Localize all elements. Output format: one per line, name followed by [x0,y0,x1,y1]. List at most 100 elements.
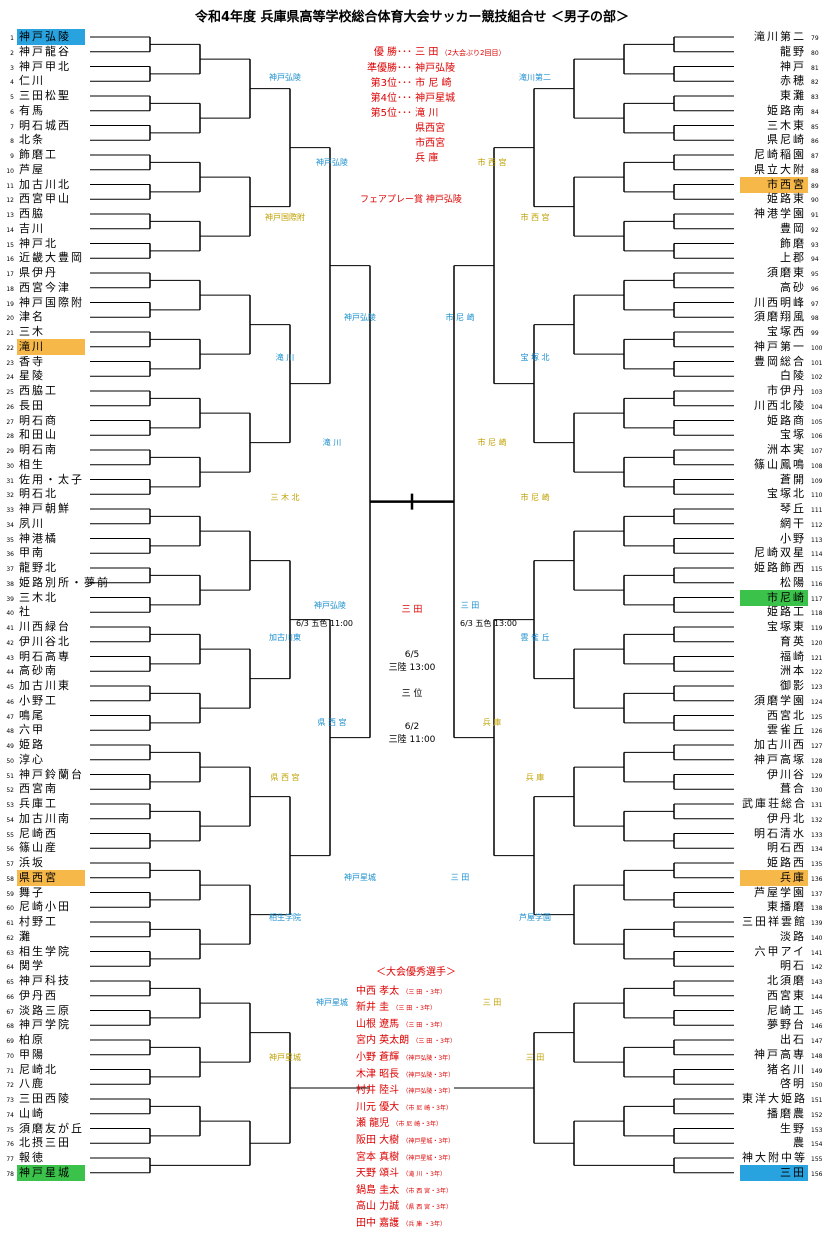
player-school: （三 田 ・3年） [402,988,446,996]
team-number: 17 [6,271,14,278]
team-number: 108 [811,462,823,470]
team-name: 尼崎稲園 [754,148,806,161]
team-name: 神戸高塚 [754,752,806,766]
team-name: 灘 [19,929,32,943]
standing-team: 神戸星城 [412,93,456,104]
player-entry: 村井 陸斗 （神戸弘陵・3年） [356,1083,476,1100]
final-standings: 優 勝･･･ 三 田 （2大会ぶり2回目）準優勝･･･ 神戸弘陵第3位･･･ 市… [352,45,506,166]
team-name: 長田 [19,398,45,412]
team-name: 蒼開 [780,472,806,486]
team-name: 高砂南 [19,664,58,678]
player-name: 川元 優大 [356,1101,403,1113]
team-number: 1 [10,35,14,42]
team-entry: 西宮東 144 [740,988,823,1004]
team-name: 柏原 [19,1033,45,1046]
standing-team: 市 尼 崎 [412,78,452,89]
team-number: 20 [6,315,14,323]
team-number: 110 [811,492,823,500]
team-name: 八鹿 [19,1077,45,1091]
bracket-label: 神戸弘陵 [314,600,346,610]
team-number: 131 [811,802,823,809]
team-name: 雲雀丘 [767,723,806,737]
team-number: 16 [6,256,14,264]
team-number: 119 [811,625,823,632]
third-place-title: 三 位 [401,689,423,699]
team-number: 93 [811,241,819,249]
team-number: 111 [811,507,823,514]
team-number: 103 [811,389,823,396]
standing-row: 県西宮 [352,121,506,136]
team-number: 75 [6,1126,14,1134]
team-name: 飾磨工 [19,148,58,161]
team-name: 福崎 [780,649,806,663]
team-name: 県西宮 [17,869,85,886]
team-name: 滝川第二 [754,30,806,43]
bracket-label: 神戸星城 [344,872,376,882]
team-number: 3 [10,64,14,72]
team-name: 三田西陵 [19,1092,71,1105]
team-name: 明石南 [19,443,58,456]
team-name: 三木 [19,325,45,338]
standing-team: 市西宮 [412,138,446,149]
standing-team: 滝 川 [412,108,439,119]
team-name: 六甲アイ [754,944,806,958]
team-number: 140 [811,934,823,942]
team-number: 46 [6,698,14,706]
standing-note: （2大会ぶり2回目） [438,49,506,57]
player-name: 阪田 大樹 [356,1134,403,1146]
team-name: 三田松聖 [19,89,71,102]
team-number: 72 [6,1082,14,1090]
team-name: 上郡 [780,251,806,265]
team-name: 滝川 [17,338,85,355]
team-name: 西宮南 [19,782,58,796]
team-number: 117 [811,595,823,603]
team-number: 146 [811,1023,823,1031]
bracket-label: 兵 庫 [526,772,545,782]
player-entry: 川元 優大 （市 尼 崎・3年） [356,1100,476,1117]
team-name: 香寺 [19,354,45,368]
team-name: 尼崎北 [19,1062,58,1076]
team-number: 151 [811,1097,823,1104]
team-name: 社 [19,605,32,619]
team-name: 姫路別所・夢前 [19,575,110,589]
team-number: 135 [811,861,823,868]
player-entry: 山根 遼馬 （三 田 ・3年） [356,1017,476,1034]
team-name: 県立大附 [754,162,806,176]
team-name: 尼崎工 [767,1003,806,1017]
player-entry: 宮内 英太朗 （三 田 ・3年） [356,1033,476,1050]
bracket-label: 相生学院 [269,912,301,922]
team-number: 26 [6,403,14,411]
team-number: 18 [6,285,14,293]
team-name: 芦屋学園 [754,885,806,899]
team-number: 144 [811,993,823,1001]
team-name: 明石西 [767,841,806,855]
team-name: 報徳 [19,1151,45,1164]
final-right-schedule: 6/3 五色 13:00 [460,619,518,628]
team-name: 赤穂 [780,74,806,88]
team-number: 21 [6,330,14,337]
player-school: （兵 庫 ・3年） [402,1220,446,1228]
team-number: 92 [811,226,819,234]
team-name: 神戸龍谷 [19,44,71,58]
team-name: 西宮東 [767,988,806,1002]
outstanding-players: ＜大会優秀選手＞ 中西 孝太 （三 田 ・3年）新井 圭 （三 田 ・3年）山根… [356,965,476,1233]
